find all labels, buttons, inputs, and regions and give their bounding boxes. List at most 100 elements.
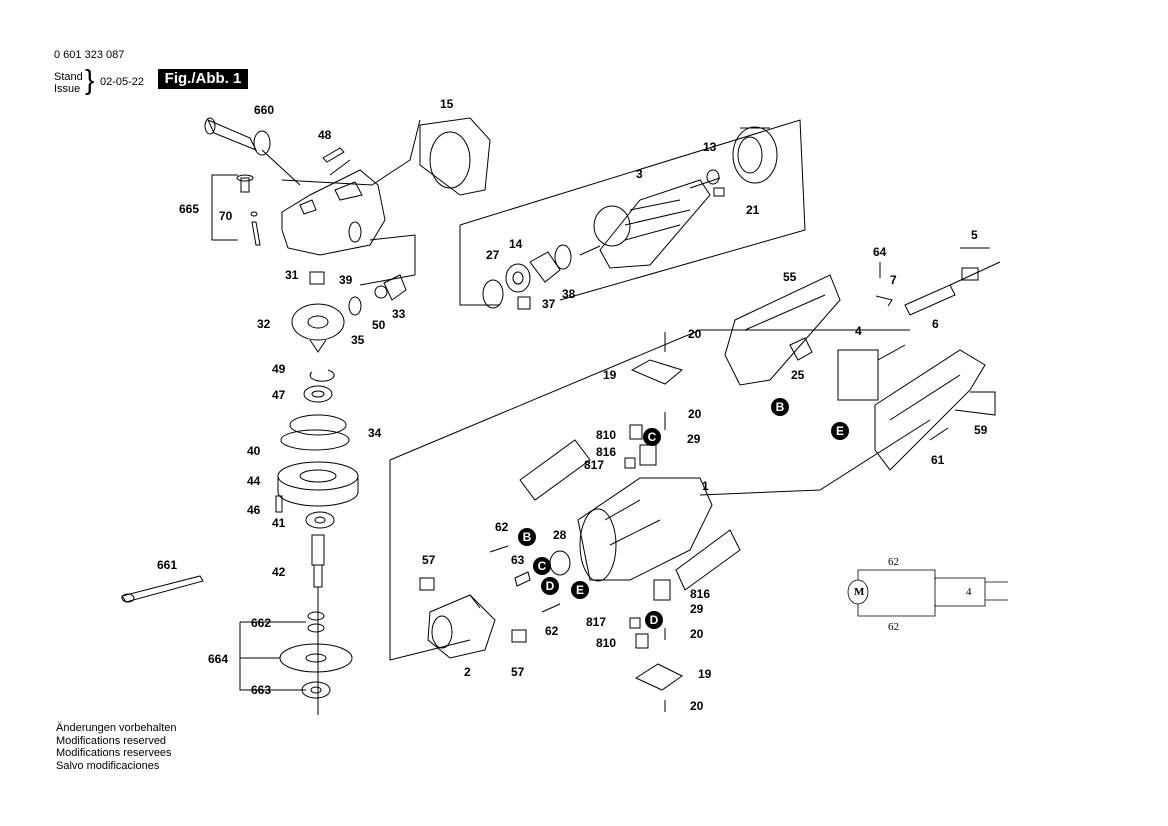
ring-40-drawing: [280, 429, 350, 451]
reference-badge-e: E: [571, 581, 589, 599]
holder-63-drawing: [514, 571, 531, 587]
clip-817a: [624, 457, 636, 469]
callout-50: 50: [372, 318, 386, 332]
bevel-gear-32-drawing: [291, 303, 345, 353]
callout-62a: 62: [495, 520, 509, 534]
ring-28-drawing: [549, 550, 571, 576]
callout-1: 1: [702, 479, 709, 493]
grinding-disc-664-drawing: [279, 643, 353, 673]
callout-35: 35: [351, 333, 365, 347]
callout-7: 7: [890, 273, 897, 287]
seal-34-drawing: [289, 414, 347, 436]
wiring-schematic: [847, 569, 1008, 617]
callout-59: 59: [974, 423, 988, 437]
callout-19a: 19: [603, 368, 617, 382]
callout-25: 25: [791, 368, 805, 382]
screw-61-drawing: [929, 427, 949, 441]
bush-39-drawing: [309, 271, 325, 285]
brush-816b: [653, 579, 671, 601]
bracket-lines-662-663: [239, 621, 306, 691]
gear-head-cover-drawing: [281, 159, 386, 256]
bearing-13-drawing: [706, 169, 725, 197]
callout-19b: 19: [698, 667, 712, 681]
callout-42: 42: [272, 565, 286, 579]
callout-70: 70: [219, 209, 233, 223]
callout-3: 3: [636, 167, 643, 181]
reference-badge-e: E: [831, 422, 849, 440]
air-guide-21-drawing: [732, 126, 778, 184]
schematic-label-top: 62: [888, 556, 899, 568]
callout-15: 15: [440, 97, 454, 111]
callout-47: 47: [272, 388, 286, 402]
callout-64: 64: [873, 245, 887, 259]
callout-40: 40: [247, 444, 261, 458]
callout-20c: 20: [690, 627, 704, 641]
callout-48: 48: [318, 128, 332, 142]
slider-25-drawing: [789, 337, 813, 361]
nut-37-drawing: [517, 296, 531, 310]
note-english: Modifications reserved: [56, 734, 167, 747]
callout-14: 14: [509, 237, 523, 251]
screw-set-drawing: [211, 174, 261, 246]
reference-badge-c: C: [643, 428, 661, 446]
callout-55: 55: [783, 270, 797, 284]
callout-37: 37: [542, 297, 556, 311]
figure-label: Fig./Abb. 1: [158, 69, 248, 89]
callout-38: 38: [562, 287, 576, 301]
callout-810a: 810: [596, 428, 617, 442]
spring-62b: [541, 603, 561, 613]
bearing-flange-44-drawing: [277, 461, 359, 507]
stand-label: Stand: [54, 71, 83, 83]
callout-62b: 62: [545, 624, 559, 638]
callout-13: 13: [703, 140, 717, 154]
callout-816b: 816: [690, 587, 711, 601]
callout-63: 63: [511, 553, 525, 567]
flange-15-drawing: [419, 117, 491, 196]
cover-19b-drawing: [634, 663, 683, 691]
callout-41: 41: [272, 516, 286, 530]
ring-35-drawing: [348, 296, 362, 316]
callout-34: 34: [368, 426, 382, 440]
screw-48-drawing: [322, 147, 345, 163]
housing-frame-lines: [281, 119, 931, 661]
clamping-nut-663-drawing: [301, 681, 331, 699]
aux-handle-drawing: [204, 117, 301, 186]
callout-663: 663: [251, 683, 272, 697]
callout-5: 5: [971, 228, 978, 242]
callout-20d: 20: [690, 699, 704, 713]
schematic-motor-label: M: [854, 586, 865, 598]
bracket-57a-drawing: [419, 577, 435, 591]
cable-sleeve-6-drawing: [904, 284, 956, 316]
schematic-label-bottom: 62: [888, 621, 899, 633]
callout-33: 33: [392, 307, 406, 321]
reference-badge-b: B: [771, 398, 789, 416]
callout-57a: 57: [422, 553, 436, 567]
callout-61: 61: [931, 453, 945, 467]
switch-4-drawing: [837, 344, 906, 401]
note-german: Änderungen vorbehalten: [56, 722, 177, 734]
handle-55-drawing: [724, 274, 841, 386]
callout-28: 28: [553, 528, 567, 542]
callout-810b: 810: [596, 636, 617, 650]
ring-27-drawing: [482, 279, 504, 309]
field-coil-2-drawing: [427, 594, 496, 659]
spanner-661-drawing: [121, 575, 204, 603]
callout-49: 49: [272, 362, 286, 376]
callout-661: 661: [157, 558, 178, 572]
bearing-14-drawing: [505, 263, 531, 293]
callout-27: 27: [486, 248, 500, 262]
callout-32: 32: [257, 317, 271, 331]
cover-19a-drawing: [630, 359, 684, 385]
pinion-33-drawing: [383, 274, 407, 301]
callout-46: 46: [247, 503, 261, 517]
callout-31: 31: [285, 268, 299, 282]
callout-57b: 57: [511, 665, 525, 679]
brush-holder-810a: [629, 424, 643, 440]
callout-20b: 20: [688, 407, 702, 421]
callout-2: 2: [464, 665, 471, 679]
callout-21: 21: [746, 203, 760, 217]
note-french: Modifications reservees: [56, 747, 172, 759]
callout-29a: 29: [687, 432, 701, 446]
